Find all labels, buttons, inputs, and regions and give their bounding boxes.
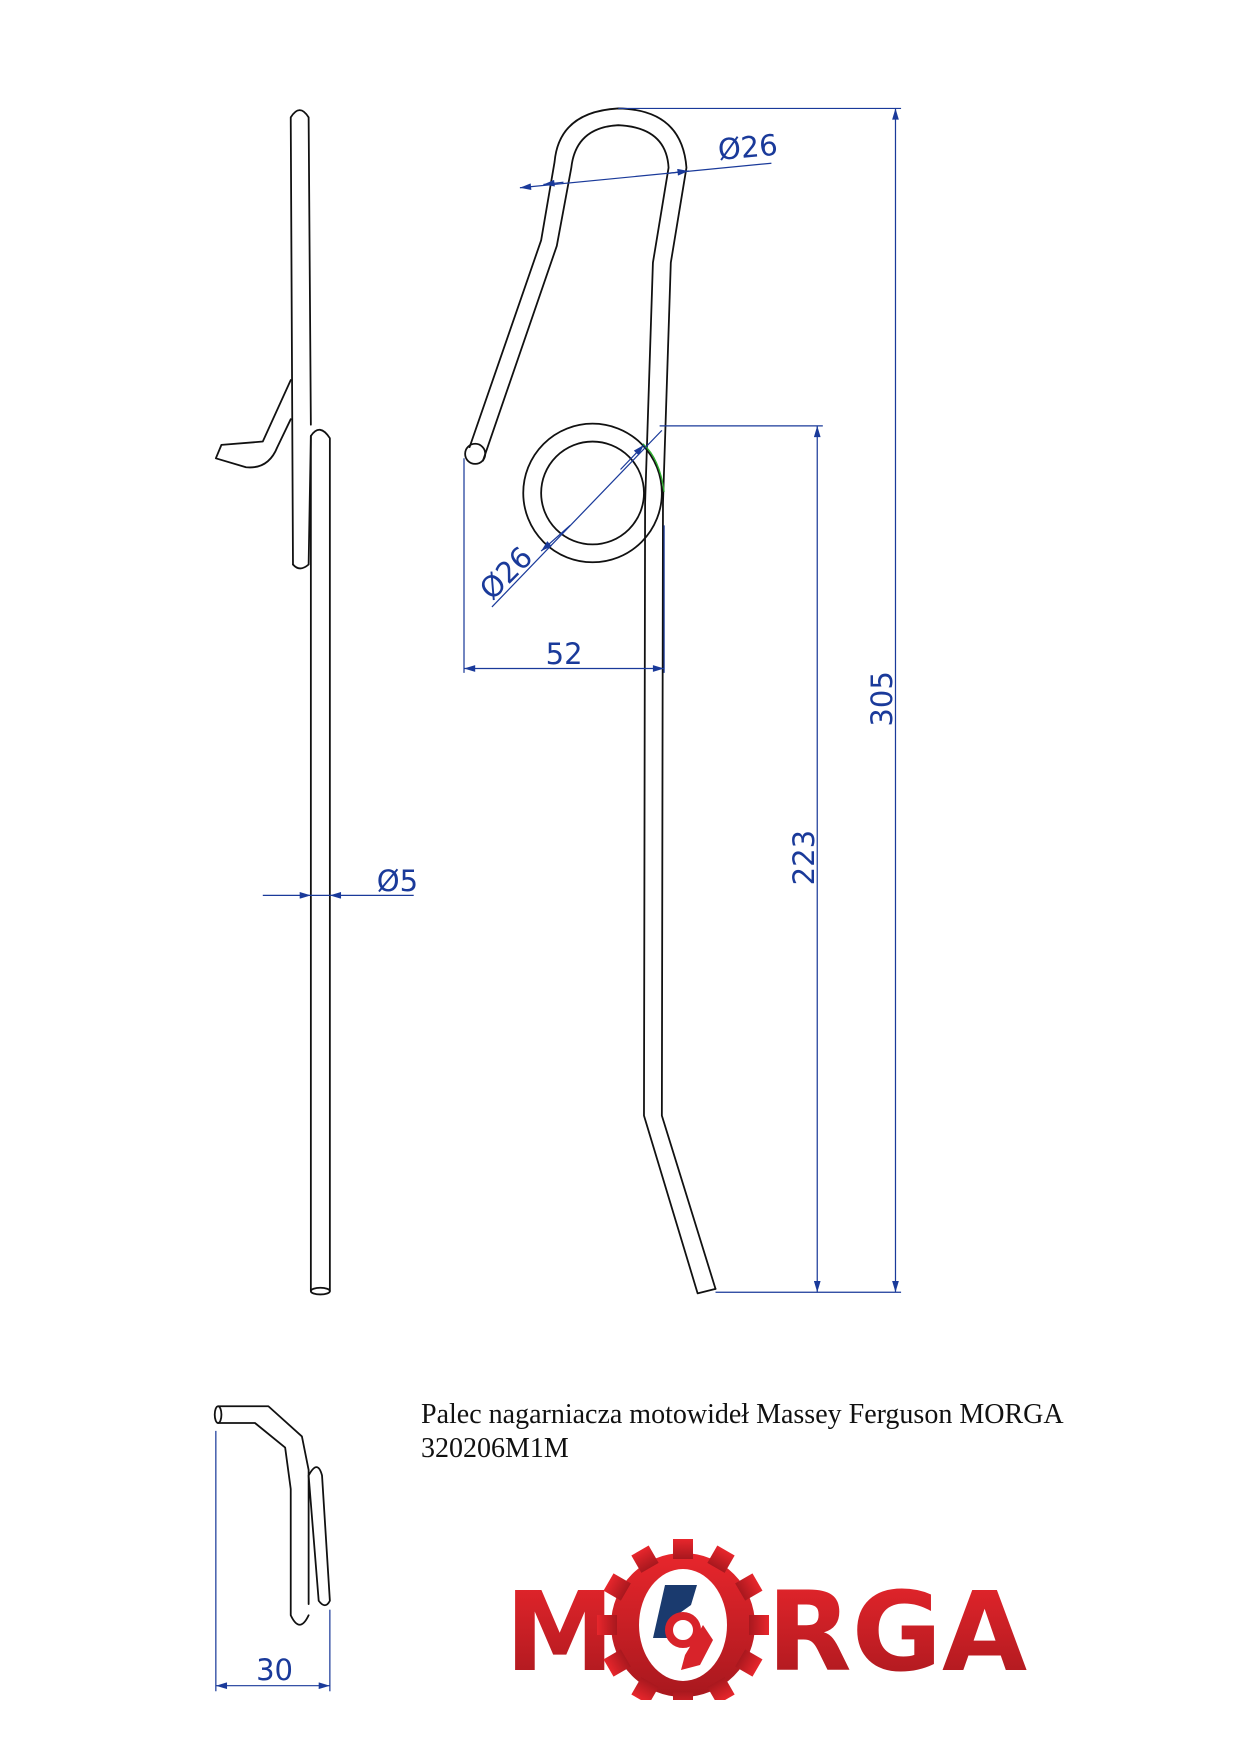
gear-icon — [597, 1539, 769, 1700]
logo-letters-rga: RGA — [767, 1568, 1027, 1696]
total-height-label: 305 — [865, 671, 899, 726]
end-view: 30 — [213, 1405, 331, 1692]
dimension-coil-diameter: Ø26 — [473, 429, 663, 608]
morga-logo: M RGA — [505, 1539, 1027, 1700]
product-title: Palec nagarniacza motowideł Massey Fergu… — [421, 1398, 1064, 1466]
dimension-total-height: 305 — [618, 107, 902, 1293]
dimension-lower-height: 223 — [659, 425, 823, 1293]
offset-width-label: 52 — [546, 637, 583, 671]
side-view — [214, 109, 331, 1296]
front-view — [464, 107, 717, 1295]
product-name: Palec nagarniacza motowideł Massey Fergu… — [421, 1399, 1064, 1430]
wire-diameter-label: Ø5 — [377, 864, 418, 898]
dimension-wire-diameter: Ø5 — [262, 864, 418, 899]
logo-letter-m: M — [505, 1568, 614, 1696]
dimension-offset-width: 52 — [463, 458, 665, 673]
product-code: 320206M1M — [421, 1433, 569, 1464]
loop-diameter-label: Ø26 — [717, 128, 780, 167]
coil-diameter-label: Ø26 — [473, 540, 539, 606]
side-width-label: 30 — [256, 1653, 293, 1687]
lower-height-label: 223 — [787, 830, 821, 885]
dimension-loop-diameter: Ø26 — [519, 128, 780, 191]
